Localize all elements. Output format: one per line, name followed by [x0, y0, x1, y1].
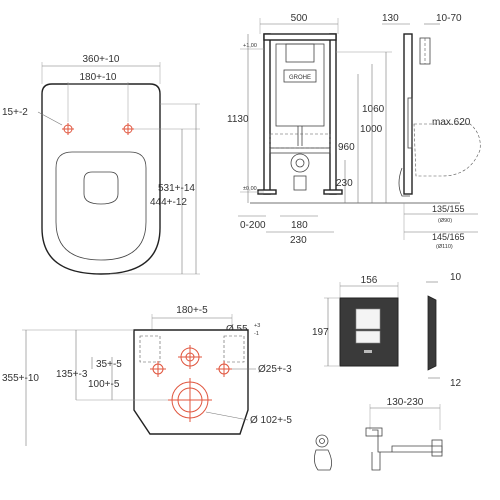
frame-right-post	[329, 33, 337, 195]
dim-180: 180	[291, 220, 308, 231]
rear-inner-dashed	[139, 335, 245, 363]
mounting-hole-right	[122, 123, 134, 135]
dim-frame-width: 500	[291, 13, 308, 24]
dim-135-3: 135+-3	[56, 369, 88, 380]
mounting-hole-left	[62, 123, 74, 135]
dim-1130: 1130	[227, 114, 249, 125]
side-drain-pipe	[398, 167, 410, 197]
dim-130: 130	[382, 13, 399, 24]
flush-inlet-hole	[178, 345, 202, 369]
flush-plate-logo	[364, 350, 372, 353]
dim-12: 12	[450, 378, 462, 389]
dim-max620: max.620	[432, 117, 471, 128]
frame-top-rail	[263, 33, 337, 41]
seat-cover-inner	[83, 171, 119, 205]
dim-overall-width: 360+-10	[83, 54, 120, 65]
frame-left-post	[263, 33, 271, 195]
dim-dia90: (Ø90)	[438, 218, 452, 224]
flush-plate-view: 156 197 10 12 130-230	[312, 272, 462, 471]
side-flush-pipe	[407, 97, 413, 149]
dim-100-5: 100+-5	[88, 379, 120, 390]
dim-960: 960	[338, 142, 355, 153]
dim-10: 10	[450, 272, 462, 283]
connector-pipe-accessory	[365, 427, 443, 471]
dim-hole-offset: 15+-2	[2, 107, 28, 118]
waste-outlet-hole	[168, 378, 212, 422]
grohe-logo	[283, 69, 317, 83]
dim-total-length: 531+-14	[158, 183, 195, 194]
rear-fixing-hole-left	[150, 361, 166, 377]
flush-pipe	[297, 126, 303, 146]
frame-cross-rail	[269, 147, 331, 154]
dim-1060: 1060	[362, 104, 385, 115]
dim-230-vertical: 230	[336, 178, 353, 189]
flush-plate-side	[427, 295, 437, 371]
dim-135-155: 135/155	[432, 204, 465, 214]
bowl-outline	[41, 83, 161, 275]
dim-dia55-tol-upper: +3	[254, 323, 260, 329]
dim-35-5: 35+-5	[96, 359, 122, 370]
drain-stub	[293, 175, 307, 191]
dim-230-horizontal: 230	[290, 235, 307, 246]
dim-197: 197	[312, 327, 329, 338]
dim-156: 156	[361, 275, 378, 286]
drain-connection	[290, 153, 310, 173]
dim-hole-to-front: 444+-12	[150, 197, 187, 208]
grohe-logo-text: GROHE	[289, 75, 311, 81]
seat-opening	[55, 151, 147, 261]
dim-1000: 1000	[360, 124, 383, 135]
level-zero: ±0,00	[243, 186, 257, 192]
dim-10-70: 10-70	[436, 13, 462, 24]
frame-installation-view: 500 130 10-70 GROHE +1,00 ±0,00 1130 106…	[227, 13, 481, 250]
dim-dia25: Ø25+-3	[258, 364, 292, 375]
bowl-rear-view: 180+-5 Ø 55 +3 -1 355+-10 135+-3 35+-5 1…	[2, 305, 292, 446]
flush-button-large	[355, 308, 381, 330]
dim-hole-spacing: 180+-10	[80, 72, 117, 83]
dim-dia102: Ø 102+-5	[250, 415, 292, 426]
level-plus100: +1,00	[243, 43, 257, 49]
frame-foot-right	[323, 189, 343, 195]
dim-dia55-tol-lower: -1	[254, 331, 259, 337]
dim-130-230: 130-230	[387, 397, 424, 408]
cistern-body	[275, 43, 325, 127]
rear-fixing-hole-right	[216, 361, 232, 377]
bowl-ghost-outline	[269, 133, 331, 149]
dim-145-165: 145/165	[432, 232, 465, 242]
side-bowl-dashed	[413, 123, 481, 177]
flush-button-small	[355, 330, 381, 344]
dim-0-200: 0-200	[240, 220, 266, 231]
dim-355-10: 355+-10	[2, 373, 39, 384]
dim-180-5: 180+-5	[176, 305, 208, 316]
cistern-top-box	[285, 43, 315, 63]
drain-connection-inner	[295, 158, 305, 168]
dim-dia110: (Ø110)	[436, 244, 453, 250]
bowl-top-view: 360+-10 180+-10 15+-2 531+-14 444+-12	[2, 54, 200, 275]
seal-sleeve-accessory	[314, 434, 332, 471]
